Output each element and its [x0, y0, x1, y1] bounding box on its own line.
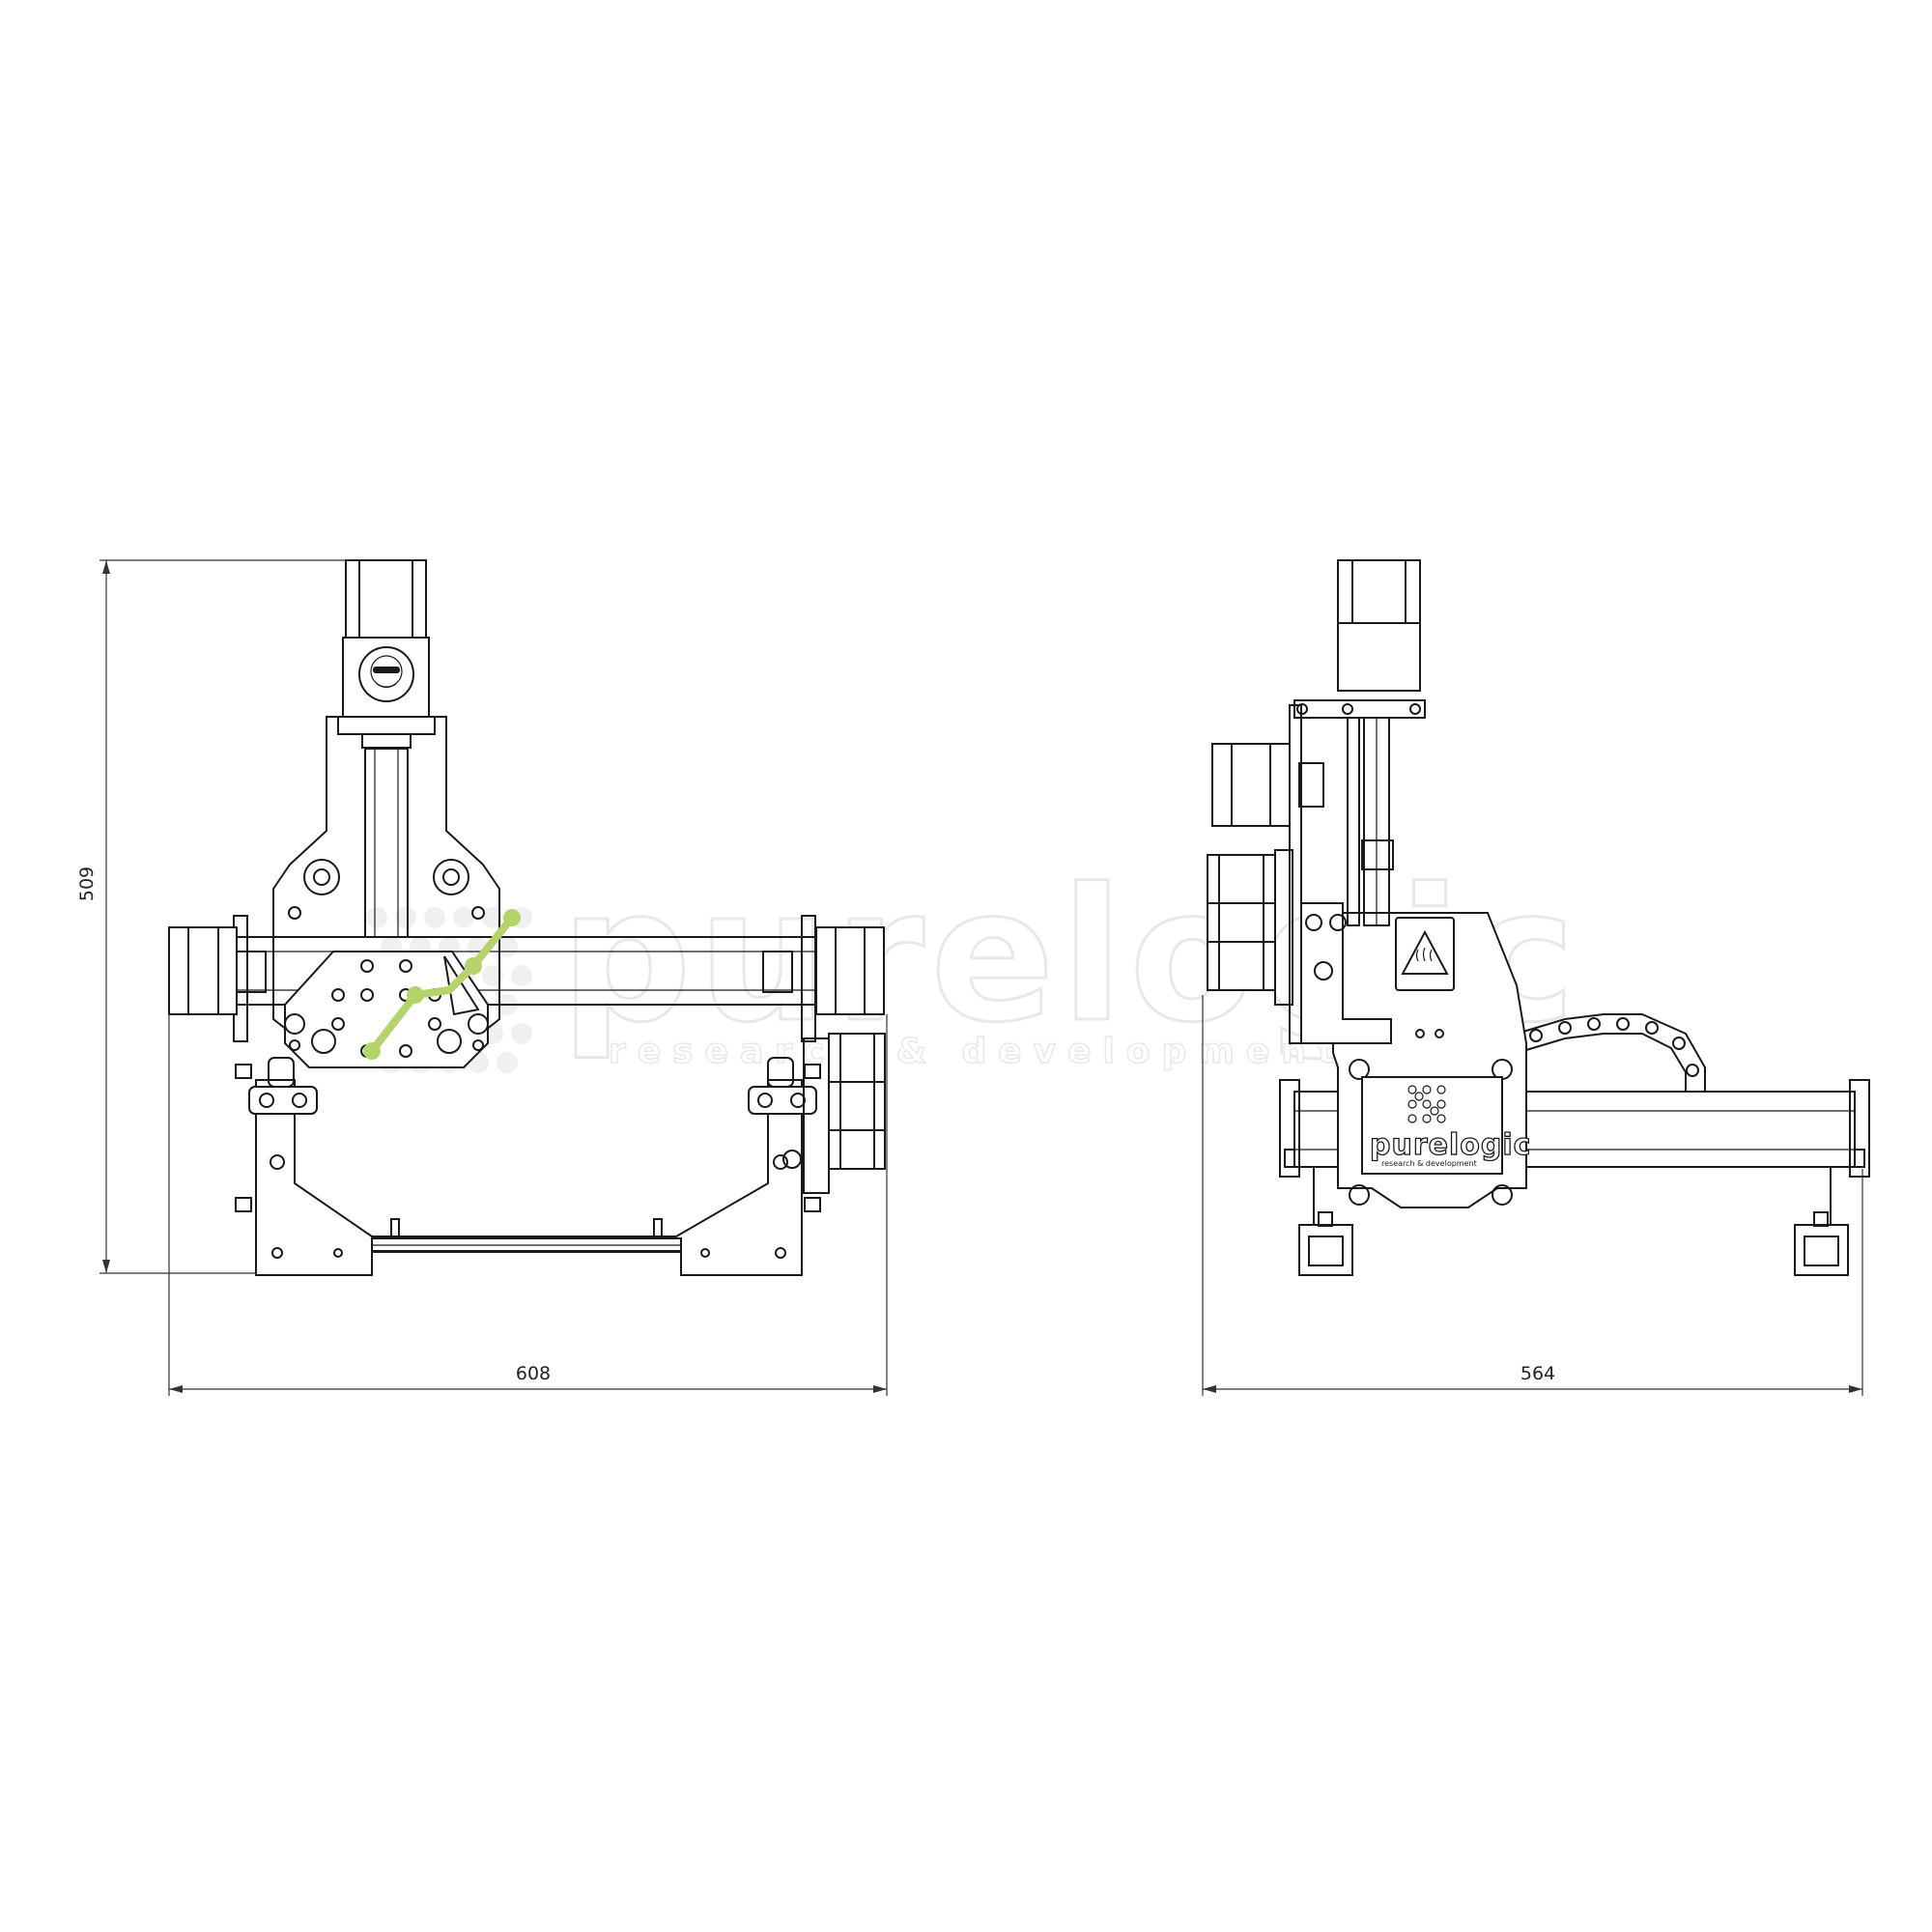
safety-glasses-icon	[370, 655, 403, 689]
logo-dots-icon	[1407, 1085, 1446, 1123]
dimension-label-608: 608	[516, 1363, 551, 1384]
side-drag-chain	[1516, 1013, 1706, 1092]
front-z-column	[337, 559, 436, 938]
front-drag-chain	[782, 1033, 886, 1194]
side-view: purelogic research & development	[1207, 559, 1870, 1276]
accent-mark	[363, 909, 521, 1060]
hot-surface-warning-icon	[1395, 917, 1455, 991]
side-logo-text: purelogic	[1370, 1128, 1531, 1162]
front-left-bracket	[248, 1057, 318, 1115]
front-right-motor	[762, 926, 885, 1015]
watermark-tagline: research & development	[609, 1032, 1346, 1071]
dimension-width-side: 564	[1202, 995, 1863, 1396]
dimension-height-front: 509	[76, 559, 353, 1274]
side-z-rails	[1347, 717, 1394, 926]
side-feet	[1298, 1167, 1849, 1276]
front-carriage-plate	[284, 951, 489, 1068]
front-base-frame	[235, 1064, 821, 1276]
dimension-label-564: 564	[1520, 1363, 1555, 1384]
side-logo-panel: purelogic research & development	[1361, 1076, 1531, 1175]
side-logo-tagline: research & development	[1381, 1159, 1477, 1168]
side-z-motor	[1293, 559, 1426, 719]
dimension-label-509: 509	[76, 867, 98, 901]
dimension-width-front: 608	[168, 1014, 888, 1396]
side-y-motor	[1211, 743, 1324, 827]
front-left-motor	[168, 926, 267, 1015]
front-view	[168, 559, 886, 1276]
side-rear-housing	[1207, 849, 1293, 1006]
